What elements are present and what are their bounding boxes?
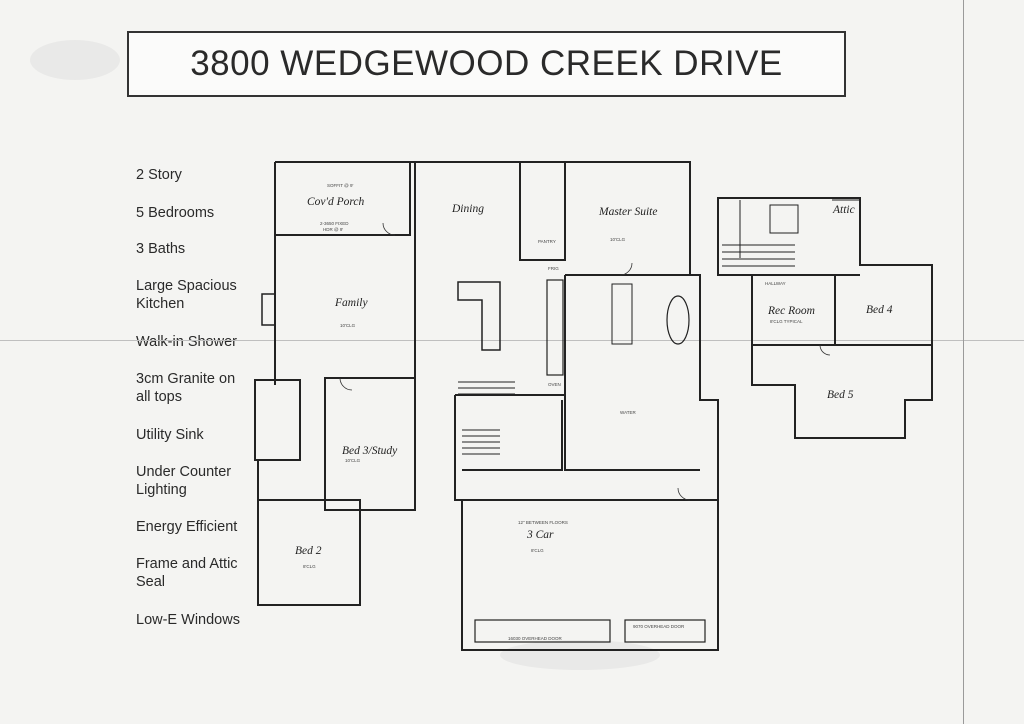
- garage-door-2: [624, 619, 706, 643]
- note: 12" BETWEEN FLOORS: [518, 520, 568, 525]
- feature-item: Low-E Windows: [136, 612, 240, 628]
- note: 8'CLG: [531, 548, 544, 553]
- note: OVEN: [548, 382, 561, 387]
- page-title: 3800 WEDGEWOOD CREEK DRIVE: [190, 44, 783, 83]
- note: PANTRY: [538, 239, 556, 244]
- bath-wall: [564, 275, 700, 471]
- room-label-bed4: Bed 4: [866, 304, 893, 316]
- scan-smudge: [500, 640, 660, 670]
- room-label-dining: Dining: [451, 203, 484, 215]
- feature-item: 2 Story: [136, 167, 182, 183]
- first-floor-outer-wall: [275, 161, 719, 651]
- feature-item: Energy Efficient: [136, 519, 238, 535]
- room-label-porch: Cov'd Porch: [307, 196, 365, 208]
- feature-item: Large Spacious Kitchen: [136, 278, 237, 312]
- note: HALLWAY: [765, 281, 786, 286]
- bathtub: [666, 295, 690, 345]
- bed3-wall: [324, 377, 416, 511]
- room-label-rec: Rec Room: [767, 305, 815, 317]
- room-label-master: Master Suite: [598, 206, 657, 218]
- note: 10'CLG: [345, 458, 361, 463]
- feature-item: Under Counter Lighting: [136, 464, 232, 498]
- note: FRIG: [548, 266, 559, 271]
- kitchen-island: [457, 281, 501, 351]
- main-stairs: [458, 381, 515, 455]
- note: 8'CLG TYPICAL: [770, 319, 803, 324]
- hall-bath-wall: [254, 379, 301, 461]
- note: 9070 OVERHEAD DOOR: [633, 624, 685, 629]
- feature-item: 3 Baths: [136, 241, 186, 257]
- door-swing: [382, 222, 396, 236]
- feature-item: Utility Sink: [136, 427, 204, 443]
- feature-item: Walk-in Shower: [136, 334, 237, 350]
- scan-smudge: [30, 40, 120, 80]
- vanity: [611, 283, 633, 345]
- attic-wall: [832, 199, 861, 240]
- stair-wall: [454, 395, 462, 501]
- upper-bath-shower: [769, 204, 799, 234]
- second-floor-outer-wall: [717, 197, 933, 439]
- porch-wall: [275, 162, 411, 236]
- note: 2-3650 FIXED: [320, 221, 349, 226]
- note: HDR @ 9': [323, 227, 343, 232]
- utility-wall: [462, 400, 563, 471]
- room-label-bed5: Bed 5: [827, 389, 854, 401]
- note: 16030 OVERHEAD DOOR: [508, 636, 563, 641]
- note: WATER: [620, 410, 636, 415]
- pantry-wall: [519, 162, 566, 261]
- title-box: 3800 WEDGEWOOD CREEK DRIVE: [127, 31, 846, 97]
- feature-item: 5 Bedrooms: [136, 205, 215, 221]
- door-swing: [677, 487, 691, 501]
- kitchen-counter: [546, 279, 564, 376]
- fireplace: [261, 293, 276, 326]
- note: 10'CLG: [610, 237, 626, 242]
- door-swing: [819, 344, 831, 356]
- note: 8'CLG: [303, 564, 316, 569]
- room-label-bed2: Bed 2: [295, 545, 322, 557]
- upper-stairs: [722, 244, 795, 267]
- room-label-attic: Attic: [832, 204, 855, 216]
- garage-door-1: [474, 619, 611, 643]
- feature-item: 3cm Granite on all tops: [136, 371, 236, 405]
- note: 10'CLG: [340, 323, 356, 328]
- room-label-family: Family: [334, 297, 368, 309]
- fold-line: [0, 340, 1024, 341]
- door-swing: [339, 377, 353, 391]
- door-swing: [619, 262, 633, 276]
- feature-item: Frame and Attic Seal: [136, 556, 238, 590]
- room-label-bed3: Bed 3/Study: [342, 445, 398, 457]
- note: SOFFIT @ 9': [327, 183, 353, 188]
- room-label-garage: 3 Car: [526, 529, 554, 541]
- page-edge: [963, 0, 964, 724]
